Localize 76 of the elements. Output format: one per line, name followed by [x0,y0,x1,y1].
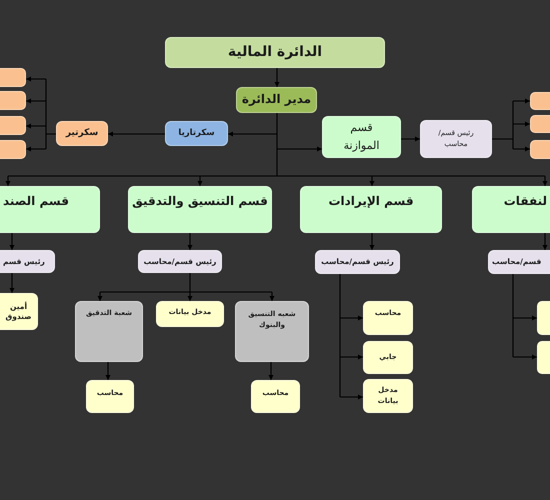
staff-box [0,116,26,135]
connector-arrow [188,292,192,301]
connector-arrow [513,354,537,360]
connector-arrow [188,233,192,250]
staff-box [363,301,413,335]
section-box [128,186,272,233]
connector-arrow [10,273,14,293]
unit-name: الدائرة المالية [228,43,322,62]
section-box [472,186,550,233]
connector-arrow [513,122,530,126]
connector-line [339,274,341,397]
staff-box [0,293,38,330]
staff-box [537,301,550,335]
connector-arrow [340,354,363,360]
job-title: مدير الدائرة [242,92,312,108]
staff-box [537,341,550,374]
staff-box [363,379,413,413]
connector-arrow [277,146,322,152]
unit-name: قسم الإيرادات [328,194,414,210]
staff-box [251,380,300,413]
connector-arrow [370,233,374,250]
connector-line [99,272,273,293]
job-title: سكرتير [66,128,98,140]
connector-arrow [513,146,530,152]
staff-box [0,91,26,110]
staff-box [0,140,26,159]
unit-name: لنفقات [504,194,547,210]
connector-arrow [513,98,530,104]
section-box [0,186,100,233]
staff-box [56,121,108,146]
connector-arrow [268,362,274,380]
connector-arrow [198,176,202,186]
connector-arrow [26,98,46,104]
head-position-box [0,250,55,273]
connector-arrow [401,136,420,142]
connector-arrow [108,132,165,136]
connector-line [45,78,57,150]
connector-arrow [513,316,537,320]
connector-line [512,274,514,357]
division-box [75,301,143,362]
head-position-box [315,250,400,274]
section-box [300,186,442,233]
staff-box [363,341,413,374]
connector-arrow [26,146,46,152]
staff-box [156,301,224,327]
staff-box [530,115,550,133]
connector-arrow [10,233,14,250]
manager-box [236,87,317,113]
staff-box [86,380,134,413]
connector-arrow [98,292,102,301]
staff-box [530,140,550,159]
connector-arrow [274,68,280,87]
connector-arrow [106,362,110,380]
unit-name: قسم التنسيق والتدقيق [132,194,268,210]
unit-name: قسم الموازنة [342,120,380,154]
connector-arrow [270,292,274,301]
job-title: سكرتاريا [178,128,215,140]
connector-arrow [370,176,374,186]
connector-arrow [26,76,46,82]
connector-arrow [340,394,363,400]
connector-arrow [340,316,363,320]
staff-box [0,68,26,87]
connector-line [491,100,514,150]
unit-name: قسم الصند [3,194,69,210]
staff-box [530,92,550,110]
connector-arrow [542,233,548,250]
head-position-box [488,250,550,274]
connector-arrow [542,176,548,186]
connector-arrow [26,124,46,128]
division-box [235,301,309,362]
department-header-box [165,37,385,68]
section-box [322,116,401,158]
secretariat-box [165,121,228,146]
connector-arrow [6,176,10,186]
head-position-box [138,250,222,273]
head-position-box [420,120,492,158]
